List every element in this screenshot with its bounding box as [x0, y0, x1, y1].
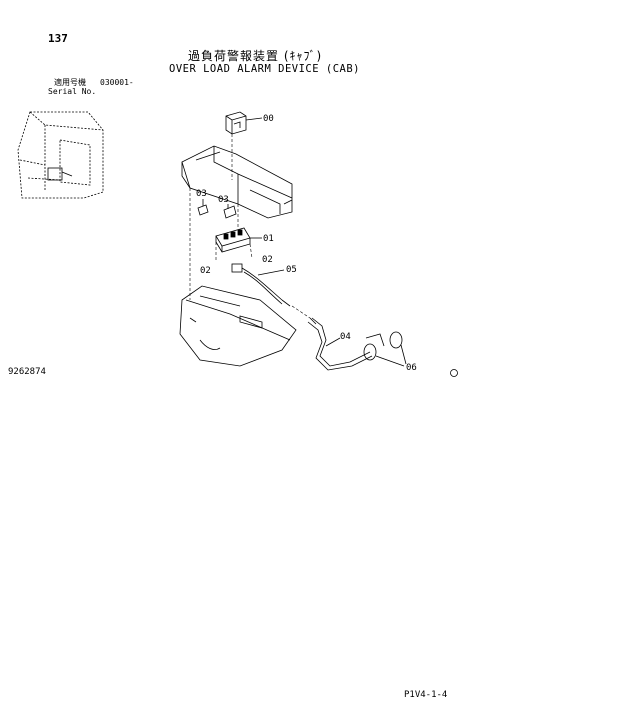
grommet-part-06-left	[363, 333, 385, 361]
callout-03-right: 03	[218, 195, 229, 205]
title-english: OVER LOAD ALARM DEVICE (CAB)	[169, 63, 361, 75]
inset-highlight	[47, 167, 73, 181]
grommet-part-06-right	[389, 331, 403, 349]
figure-mark-icon	[450, 369, 458, 377]
serial-label-english: Serial No.	[48, 87, 97, 96]
clip-part-03-left	[197, 204, 209, 216]
clip-part-03-right	[223, 205, 237, 219]
harness-part-05	[231, 263, 291, 307]
cab-location-inset	[17, 111, 104, 199]
harness-part-04	[307, 317, 373, 371]
console-panel	[179, 285, 297, 367]
callout-04: 04	[340, 332, 351, 342]
callout-01: 01	[263, 234, 274, 244]
console-housing	[181, 145, 293, 219]
page-number: 137	[48, 32, 68, 45]
callout-05: 05	[286, 265, 297, 275]
callout-06: 06	[406, 363, 417, 373]
switch-part-00	[225, 111, 247, 135]
serial-label-japanese: 適用号機	[54, 78, 86, 87]
callout-00: 00	[263, 114, 274, 124]
footer-code: P1V4-1-4	[404, 690, 448, 700]
figure-number: 9262874	[8, 367, 46, 377]
callout-02-left: 02	[200, 266, 211, 276]
serial-range: 030001-	[100, 78, 134, 87]
title-japanese: 過負荷警報装置 (ｷｬﾌﾞ)	[188, 49, 323, 63]
callout-03-left: 03	[196, 189, 207, 199]
alarm-device-part-01	[215, 227, 251, 253]
callout-02-right: 02	[262, 255, 273, 265]
assembly-guide-lines	[189, 134, 311, 319]
